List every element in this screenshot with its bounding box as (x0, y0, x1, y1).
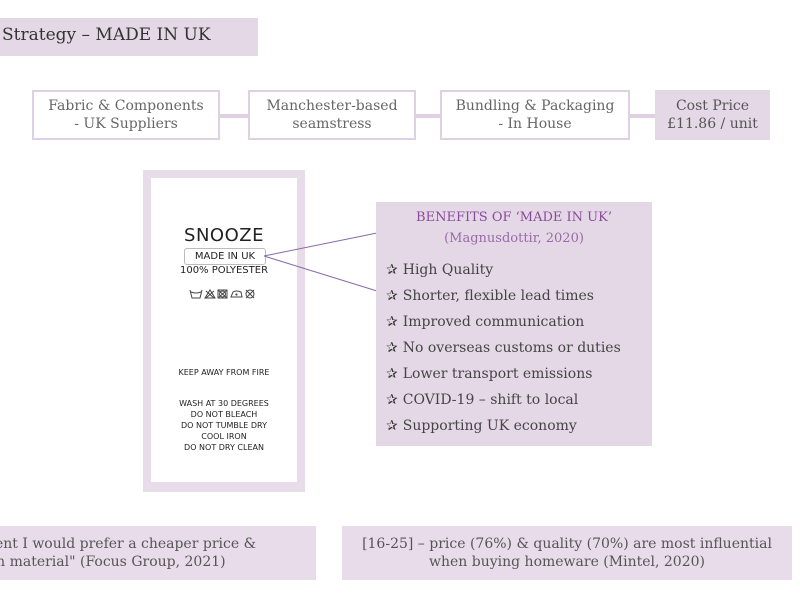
benefit-item: ✰Lower transport emissions (386, 366, 593, 382)
benefit-item: ✰High Quality (386, 262, 494, 278)
star-icon: ✰ (386, 366, 398, 382)
star-icon: ✰ (386, 340, 398, 356)
benefit-item: ✰Improved communication (386, 314, 585, 330)
star-icon: ✰ (386, 262, 398, 278)
benefit-item: ✰Shorter, flexible lead times (386, 288, 594, 304)
benefit-item: ✰Supporting UK economy (386, 418, 577, 434)
flow-step-suppliers: Fabric & Components - UK Suppliers (32, 90, 220, 140)
mintel-stat-text: [16-25] – price (76%) & quality (70%) ar… (362, 536, 772, 570)
star-icon: ✰ (386, 418, 398, 434)
label-brand: SNOOZE (184, 225, 264, 246)
star-icon: ✰ (386, 392, 398, 408)
label-instruction: DO NOT TUMBLE DRY (181, 421, 267, 430)
label-instruction: COOL IRON (201, 432, 247, 441)
label-made-in: MADE IN UK (184, 248, 266, 265)
star-icon: ✰ (386, 314, 398, 330)
flow-step-seamstress: Manchester-based seamstress (248, 90, 416, 140)
flow-step-packaging: Bundling & Packaging - In House (440, 90, 630, 140)
label-instruction: WASH AT 30 DEGREES (179, 399, 269, 408)
care-symbols-graphic (189, 289, 255, 299)
benefits-panel: BENEFITS OF ‘MADE IN UK’ (Magnusdottir, … (376, 202, 652, 446)
star-icon: ✰ (386, 288, 398, 304)
focus-group-quote-text: dent I would prefer a cheaper price & ti… (0, 536, 257, 570)
care-symbols-icon (151, 288, 297, 303)
flow-step-cost-price: Cost Price £11.86 / unit (655, 90, 770, 140)
benefit-item: ✰COVID-19 – shift to local (386, 392, 579, 408)
garment-label-card: SNOOZE MADE IN UK 100% POLYESTER KEEP AW… (143, 170, 305, 492)
benefit-item: ✰No overseas customs or duties (386, 340, 621, 356)
title-banner: Strategy – MADE IN UK (0, 18, 258, 56)
garment-label: SNOOZE MADE IN UK 100% POLYESTER KEEP AW… (151, 178, 297, 482)
page-title: Strategy – MADE IN UK (2, 25, 211, 45)
label-fabric: 100% POLYESTER (179, 265, 269, 276)
focus-group-quote: dent I would prefer a cheaper price & ti… (0, 526, 316, 580)
mintel-stat-box: [16-25] – price (76%) & quality (70%) ar… (342, 526, 792, 580)
benefits-citation: (Magnusdottir, 2020) (444, 231, 584, 246)
label-instruction: DO NOT DRY CLEAN (184, 443, 264, 452)
label-instruction: DO NOT BLEACH (190, 410, 258, 419)
benefits-title: BENEFITS OF ‘MADE IN UK’ (416, 210, 612, 225)
label-warning: KEEP AWAY FROM FIRE (178, 368, 270, 377)
